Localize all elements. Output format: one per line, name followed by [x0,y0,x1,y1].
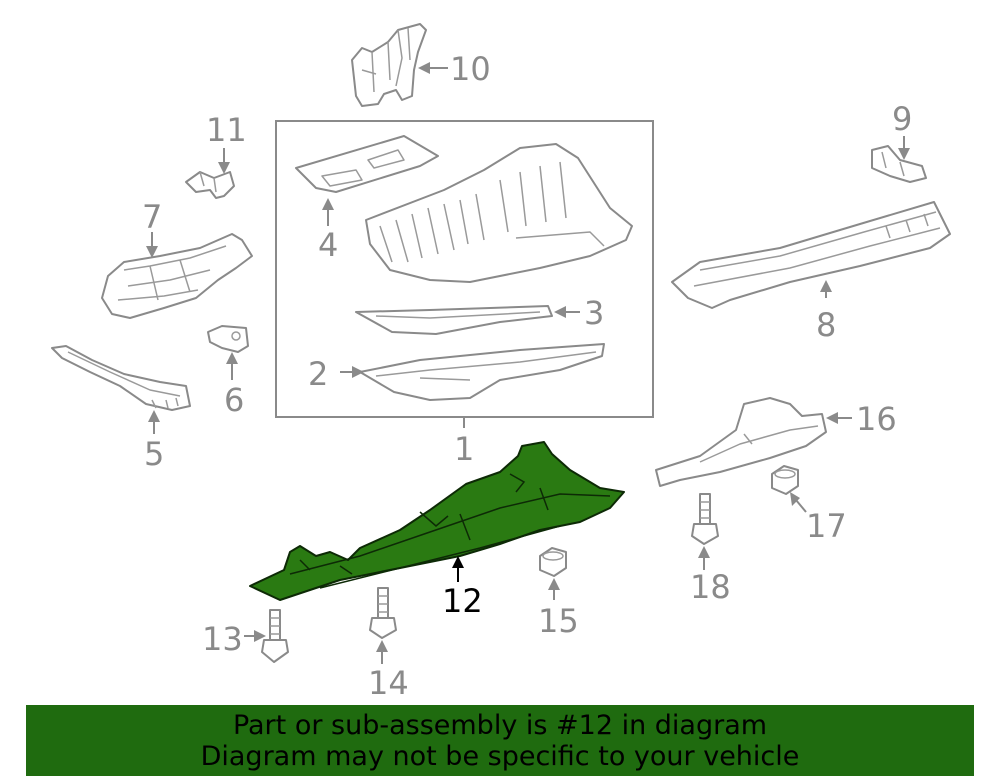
callout-3: 3 [584,294,604,332]
callout-4: 4 [318,226,338,264]
part-8-sill[interactable] [671,201,951,309]
part-12-under-cover[interactable] [249,441,625,601]
part-5-rail[interactable] [51,345,191,411]
callout-9: 9 [892,100,912,138]
callout-5: 5 [144,435,164,473]
callout-14: 14 [368,664,409,702]
part-13-bolt[interactable] [261,609,289,663]
callout-15: 15 [538,602,579,640]
callout-13: 13 [202,620,243,658]
part-15-nut[interactable] [539,547,567,577]
part-17-nut[interactable] [771,465,799,495]
callout-18: 18 [690,568,731,606]
part-11-clip[interactable] [185,171,235,199]
callout-7: 7 [142,198,162,236]
banner-line-1: Part or sub-assembly is #12 in diagram [232,709,768,741]
callout-8: 8 [816,306,836,344]
callout-12: 12 [442,582,483,620]
banner-line-2: Diagram may not be specific to your vehi… [200,740,800,772]
part-7-panel[interactable] [101,233,253,319]
callout-6: 6 [224,381,244,419]
callout-1: 1 [454,430,474,468]
part-6-bracket[interactable] [207,325,249,353]
part-3-strip[interactable] [355,305,553,335]
callout-10: 10 [450,50,491,88]
callout-2: 2 [308,355,328,393]
callout-17: 17 [806,507,847,545]
part-18-bolt[interactable] [691,493,719,545]
part-4-panel[interactable] [295,135,439,193]
part-2-rail[interactable] [359,343,605,401]
part-16-shield[interactable] [655,397,827,487]
part-14-bolt[interactable] [369,587,397,639]
callout-11: 11 [206,111,247,149]
callout-16: 16 [856,400,897,438]
info-banner: Part or sub-assembly is #12 in diagram D… [26,705,974,776]
part-9-bracket[interactable] [871,145,927,183]
part-10-bracket[interactable] [351,23,427,107]
floor-pan[interactable] [365,143,633,283]
assembly-frame [275,120,654,418]
